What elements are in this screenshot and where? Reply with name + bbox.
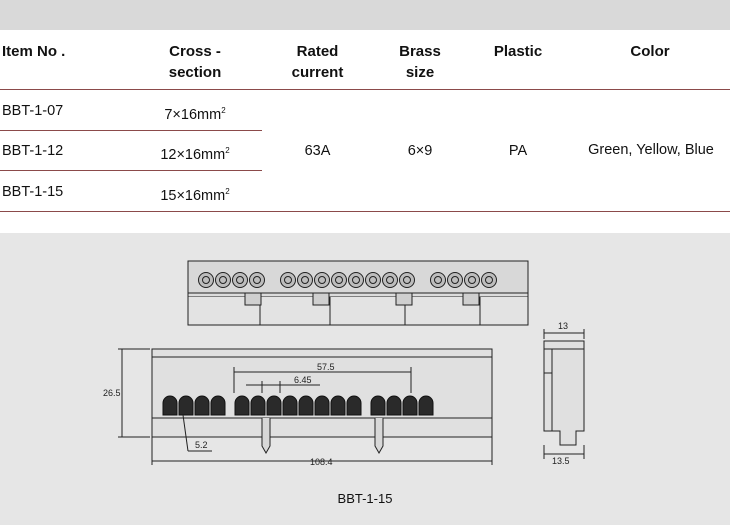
screw-slot-icon bbox=[352, 276, 360, 284]
screw-head-icon bbox=[365, 272, 381, 288]
screw-profile-icon bbox=[314, 395, 330, 416]
dim-depth-bottom-label: 13.5 bbox=[552, 456, 570, 466]
screw-profile-icon bbox=[234, 395, 250, 416]
header-plastic: Plastic bbox=[493, 43, 543, 60]
top-view bbox=[187, 260, 529, 326]
row-item: BBT-1-12 bbox=[2, 143, 64, 159]
screw-profile-icon bbox=[386, 395, 402, 416]
screw-head-icon bbox=[382, 272, 398, 288]
brass-size-value: 6×9 bbox=[407, 143, 433, 159]
screw-head-icon bbox=[297, 272, 313, 288]
screw-slot-icon bbox=[468, 276, 476, 284]
plastic-value: PA bbox=[508, 143, 528, 159]
screw-head-icon bbox=[198, 272, 214, 288]
header-brass-line2: size bbox=[405, 64, 435, 81]
technical-drawing: 26.5 57.5 6.45 5.2 108.4 13 13.5 bbox=[0, 233, 730, 520]
screw-profile-icon bbox=[370, 395, 386, 416]
header-rated-line2: current bbox=[291, 64, 344, 81]
screw-head-icon bbox=[399, 272, 415, 288]
screw-profile-icon bbox=[194, 395, 210, 416]
row-item: BBT-1-15 bbox=[2, 184, 64, 200]
screw-head-icon bbox=[331, 272, 347, 288]
dim-height-label: 26.5 bbox=[103, 388, 121, 398]
header-cross-line2: section bbox=[168, 64, 222, 81]
screw-head-icon bbox=[348, 272, 364, 288]
row-cross-section: 12×16mm2 bbox=[160, 146, 230, 163]
screw-slot-icon bbox=[485, 276, 493, 284]
header-rated-line1: Rated bbox=[296, 43, 339, 60]
header-rule bbox=[0, 89, 730, 90]
screw-slot-icon bbox=[202, 276, 210, 284]
screw-profile-icon bbox=[250, 395, 266, 416]
row-cross-section: 15×16mm2 bbox=[160, 187, 230, 204]
row-cross-section: 7×16mm2 bbox=[164, 106, 226, 123]
terminal-block-drawing: 26.5 57.5 6.45 5.2 108.4 13 13.5 bbox=[103, 260, 585, 467]
row-rule bbox=[0, 170, 262, 171]
spec-table: Item No . Cross - section Rated current … bbox=[0, 30, 730, 233]
screw-profile-icon bbox=[210, 395, 226, 416]
drawing-caption: BBT-1-15 bbox=[337, 491, 393, 506]
dim-depth-top-label: 13 bbox=[558, 321, 568, 331]
dim-length-label: 108.4 bbox=[310, 457, 333, 467]
screw-head-icon bbox=[232, 272, 248, 288]
dim-gap-label: 5.2 bbox=[195, 440, 208, 450]
rated-current-value: 63A bbox=[304, 143, 331, 159]
side-view bbox=[543, 329, 585, 459]
screw-profile-icon bbox=[298, 395, 314, 416]
screw-slot-icon bbox=[403, 276, 411, 284]
header-brass-line1: Brass bbox=[399, 43, 441, 60]
table-bottom-rule bbox=[0, 211, 730, 212]
screw-slot-icon bbox=[451, 276, 459, 284]
screw-profile-icon bbox=[330, 395, 346, 416]
screw-profile-icon bbox=[346, 395, 362, 416]
header-rated-current: Rated current bbox=[270, 41, 365, 83]
screw-head-icon bbox=[430, 272, 446, 288]
screw-slot-icon bbox=[335, 276, 343, 284]
screw-slot-icon bbox=[318, 276, 326, 284]
screw-head-icon bbox=[464, 272, 480, 288]
screw-slot-icon bbox=[301, 276, 309, 284]
screw-profile-icon bbox=[162, 395, 178, 416]
screw-slot-icon bbox=[434, 276, 442, 284]
screw-profile-icon bbox=[418, 395, 434, 416]
screw-head-icon bbox=[481, 272, 497, 288]
screw-slot-icon bbox=[236, 276, 244, 284]
header-cross-line1: Cross - bbox=[169, 43, 221, 60]
screw-head-icon bbox=[249, 272, 265, 288]
screw-profile-icon bbox=[402, 395, 418, 416]
screw-slot-icon bbox=[253, 276, 261, 284]
color-value: Green, Yellow, Blue bbox=[588, 142, 714, 158]
row-item: BBT-1-07 bbox=[2, 103, 64, 119]
screw-profile-icon bbox=[178, 395, 194, 416]
screw-slot-icon bbox=[369, 276, 377, 284]
header-brass-size: Brass size bbox=[380, 41, 460, 83]
dim-span-label: 57.5 bbox=[317, 362, 335, 372]
screw-head-icon bbox=[314, 272, 330, 288]
header-item: Item No . bbox=[2, 43, 66, 60]
row-rule bbox=[0, 130, 262, 131]
front-view bbox=[118, 348, 493, 465]
screw-slot-icon bbox=[219, 276, 227, 284]
screw-head-icon bbox=[215, 272, 231, 288]
header-color: Color bbox=[630, 43, 670, 60]
screw-profile-icon bbox=[266, 395, 282, 416]
header-cross-section: Cross - section bbox=[140, 41, 250, 83]
screw-slot-icon bbox=[386, 276, 394, 284]
dim-pitch-label: 6.45 bbox=[294, 375, 312, 385]
screw-slot-icon bbox=[284, 276, 292, 284]
screw-profile-icon bbox=[282, 395, 298, 416]
screw-head-icon bbox=[447, 272, 463, 288]
screw-head-icon bbox=[280, 272, 296, 288]
top-bar bbox=[0, 0, 730, 30]
